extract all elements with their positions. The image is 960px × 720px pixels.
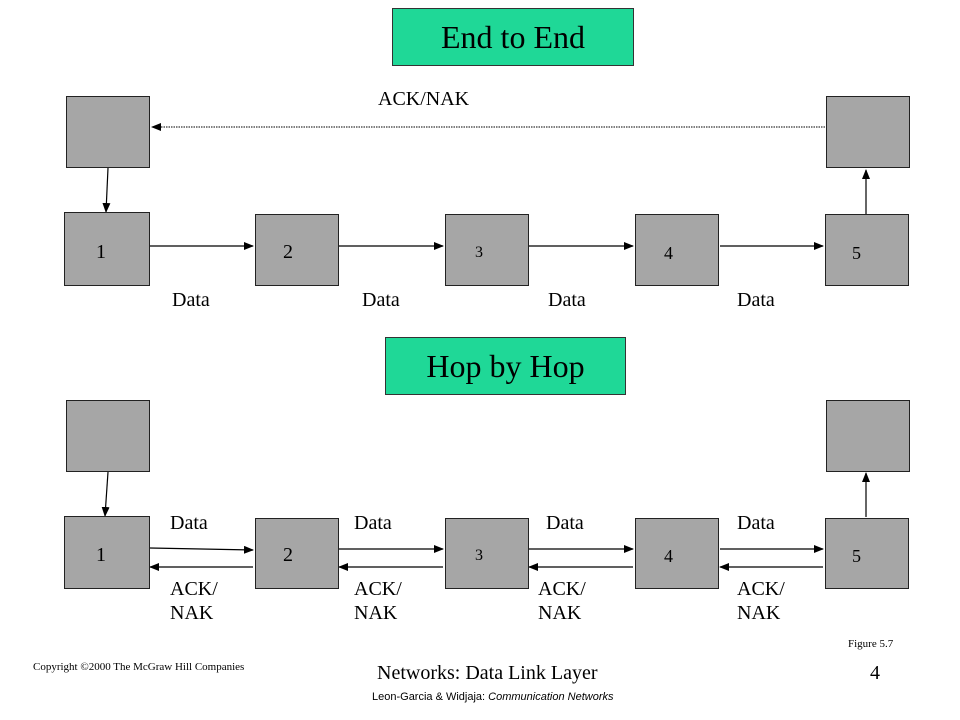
hbh-ack-nak-label-2-line2: NAK [354,602,398,624]
e2e-host1-down-arrow [102,167,111,213]
hbh-ack-nak-label-1-line1: ACK/ [170,578,218,600]
hbh-host-left [66,400,150,472]
e2e-node-1 [64,212,150,286]
hbh-data-label-3: Data [546,512,584,534]
e2e-ack-nak-label: ACK/NAK [378,88,470,110]
footer-title: Networks: Data Link Layer [377,662,598,684]
hbh-node-2-label: 2 [283,544,293,566]
e2e-data-label-4: Data [737,289,775,311]
hbh-ack-nak-label-3-line1: ACK/ [538,578,586,600]
hbh-ack-nak-label-1-line2: NAK [170,602,214,624]
hbh-node-3-label: 3 [475,547,483,564]
hbh-data-label-1: Data [170,512,208,534]
e2e-node-2-label: 2 [283,241,293,263]
hbh-ack-nak-label-2-line1: ACK/ [354,578,402,600]
hbh-ack-nak-label-4: ACK/ NAK [737,577,785,625]
e2e-node-3-label: 3 [475,244,483,261]
footer-page-number: 4 [870,662,880,684]
e2e-data-label-2: Data [362,289,400,311]
e2e-node-4 [635,214,719,286]
footer-credit: Leon-Garcia & Widjaja: Communication Net… [372,691,614,703]
hbh-ack-nak-label-4-line1: ACK/ [737,578,785,600]
hbh-ack-nak-label-4-line2: NAK [737,602,781,624]
hbh-node-5-label: 5 [852,546,861,566]
e2e-data-label-1: Data [172,289,210,311]
e2e-node-3 [445,214,529,286]
hbh-ack-nak-label-1: ACK/ NAK [170,577,218,625]
e2e-data-label-3: Data [548,289,586,311]
hbh-node-3 [445,518,529,589]
footer-copyright: Copyright ©2000 The McGraw Hill Companie… [33,661,245,673]
e2e-node-2 [255,214,339,286]
figure-label: Figure 5.7 [848,638,894,650]
hop-by-hop-title: Hop by Hop [385,337,626,395]
end-to-end-title: End to End [392,8,634,66]
hbh-node-2 [255,518,339,589]
hbh-ack-nak-label-2: ACK/ NAK [354,577,402,625]
e2e-node-4-label: 4 [664,243,673,263]
hbh-node-5 [825,518,909,589]
hbh-node-4-label: 4 [664,546,673,566]
e2e-host-right [826,96,910,168]
hbh-node-1 [64,516,150,589]
footer-credit-book: Communication Networks [488,691,614,703]
e2e-host-left [66,96,150,168]
hbh-node-1-label: 1 [96,544,106,566]
hbh-data-label-4: Data [737,512,775,534]
hbh-host-right [826,400,910,472]
hbh-data-label-2: Data [354,512,392,534]
footer-credit-authors: Leon-Garcia & Widjaja: [372,691,489,703]
e2e-node-1-label: 1 [96,241,106,263]
hbh-host1-down-arrow [101,471,110,517]
hbh-node-4 [635,518,719,589]
hbh-ack-nak-label-3: ACK/ NAK [538,577,586,625]
hbh-data-arrow-1-2 [149,545,254,554]
e2e-node-5 [825,214,909,286]
e2e-node-5-label: 5 [852,243,861,263]
hbh-ack-nak-label-3-line2: NAK [538,602,582,624]
